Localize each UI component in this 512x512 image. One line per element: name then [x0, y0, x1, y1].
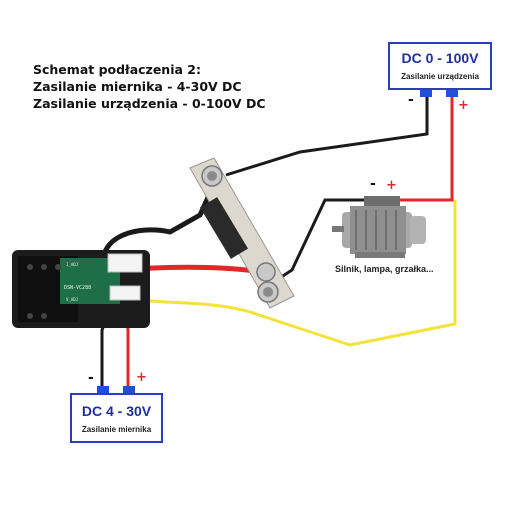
heading-line-3: Zasilanie urządzenia - 0-100V DC [33, 96, 266, 111]
black-wire-supply-to-shunt [225, 96, 429, 177]
volt-amp-meter [12, 250, 150, 328]
device-supply-minus-terminal [420, 89, 432, 97]
motor [332, 196, 426, 258]
heading-line-1: Schemat podłaczenia 2: [33, 62, 201, 77]
meter-supply-plus-terminal [123, 386, 135, 394]
meter-supply-plus-sign: + [136, 370, 147, 385]
device-supply-minus-sign: - [408, 92, 414, 108]
meter-supply-minus-sign: - [88, 370, 94, 386]
meter-supply-name: DC 4 - 30V [81, 403, 152, 419]
load-minus-sign: - [370, 176, 376, 192]
meter-black-lead [101, 180, 218, 256]
device-supply-plus-sign: + [458, 98, 469, 113]
meter-vadj-label: V_ADJ [66, 297, 79, 302]
shunt-resistor [189, 157, 295, 309]
heading-line-2: Zasilanie miernika - 4-30V DC [33, 79, 242, 94]
device-power-supply: DC 0 - 100V Zasilanie urządzenia [388, 42, 492, 90]
meter-model-label: DSN-VC288 [64, 285, 92, 291]
meter-supply-minus-terminal [97, 386, 109, 394]
device-supply-name: DC 0 - 100V [401, 50, 479, 66]
device-supply-plus-terminal [446, 89, 458, 97]
red-wire-supply-to-load [388, 96, 454, 212]
load-caption: Silnik, lampa, grzałka... [335, 264, 434, 274]
meter-supply-caption: Zasilanie miernika [81, 425, 152, 434]
device-supply-caption: Zasilanie urządzenia [401, 72, 479, 81]
meter-power-supply: DC 4 - 30V Zasilanie miernika [70, 393, 163, 443]
meter-iadj-label: I_ADJ [66, 262, 79, 267]
load-plus-sign: + [386, 178, 397, 193]
